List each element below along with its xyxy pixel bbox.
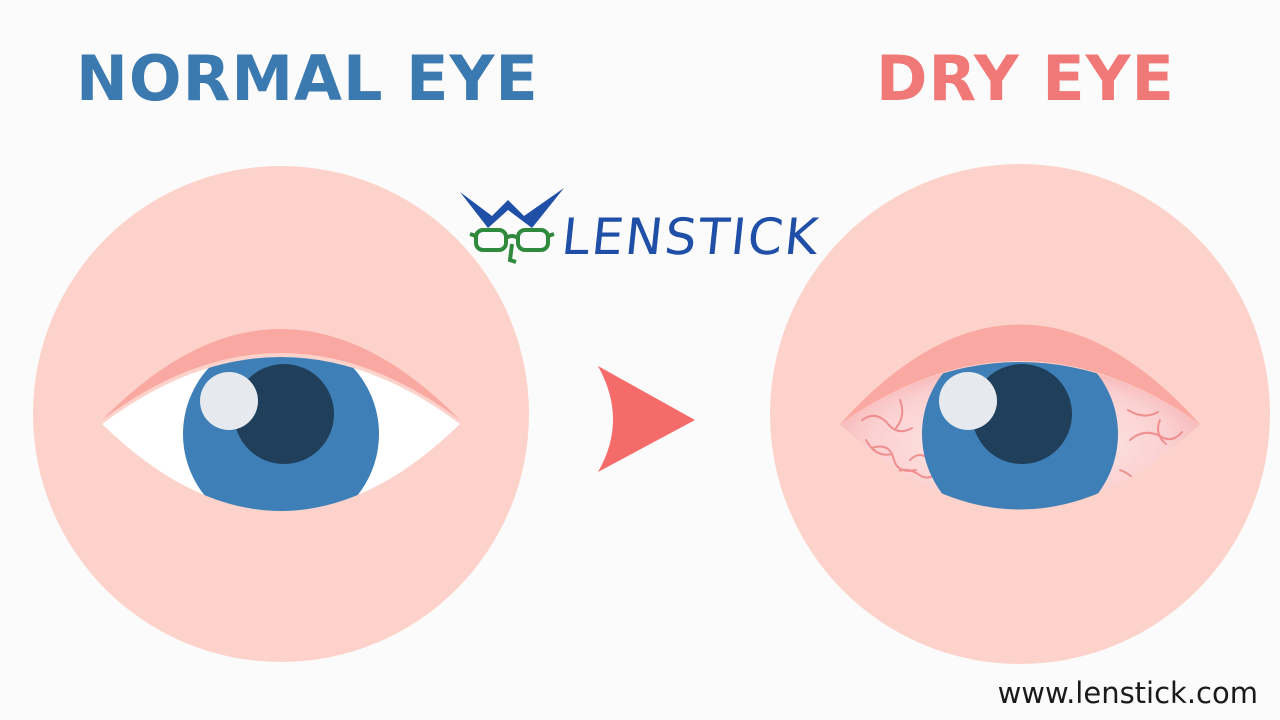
dry-eye-eyelid — [840, 324, 1200, 424]
dry-eye-pupil — [972, 364, 1072, 464]
normal-eye-highlight — [200, 372, 258, 430]
glasses-crown-icon — [460, 188, 564, 264]
dry-eye-highlight — [939, 372, 997, 430]
dry-eye-title: DRY EYE — [876, 42, 1175, 115]
normal-eye-pupil — [234, 364, 334, 464]
arrow-right-icon — [598, 366, 695, 472]
dry-eye — [770, 164, 1270, 664]
website-url: www.lenstick.com — [997, 676, 1258, 710]
logo-text: LENSTICK — [558, 208, 823, 266]
normal-eye-title: NORMAL EYE — [76, 42, 539, 115]
normal-eye — [33, 166, 529, 662]
normal-eye-eyelid — [102, 329, 460, 420]
lenstick-logo: LENSTICK — [458, 186, 828, 276]
